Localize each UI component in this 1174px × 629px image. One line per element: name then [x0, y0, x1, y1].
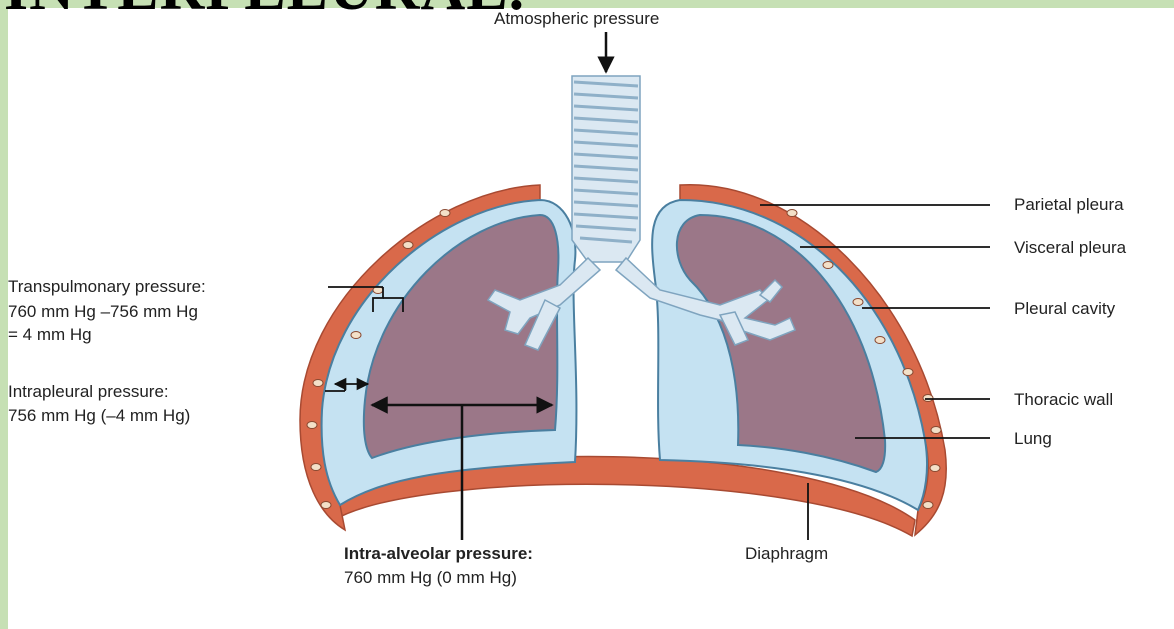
intrapleural-label-line1: Intrapleural pressure: — [8, 382, 169, 401]
intra-alveolar-label-title: Intra-alveolar pressure: — [344, 544, 533, 563]
parietal-pleura-label: Parietal pleura — [1014, 195, 1124, 214]
transpulmonary-label-line3: = 4 mm Hg — [8, 325, 92, 344]
visceral-pleura-label: Visceral pleura — [1014, 238, 1127, 257]
trachea — [572, 76, 640, 262]
pleural-cavity-label: Pleural cavity — [1014, 299, 1116, 318]
intrapleural-label-line2: 756 mm Hg (–4 mm Hg) — [8, 406, 190, 425]
lung-label: Lung — [1014, 429, 1052, 448]
thoracic-wall-label: Thoracic wall — [1014, 390, 1113, 409]
transpulmonary-label-line2: 760 mm Hg –756 mm Hg — [8, 302, 198, 321]
intra-alveolar-label-value: 760 mm Hg (0 mm Hg) — [344, 568, 517, 587]
diaphragm-label: Diaphragm — [745, 544, 828, 563]
transpulmonary-label-line1: Transpulmonary pressure: — [8, 277, 206, 296]
atmospheric-pressure-label: Atmospheric pressure — [494, 9, 659, 28]
